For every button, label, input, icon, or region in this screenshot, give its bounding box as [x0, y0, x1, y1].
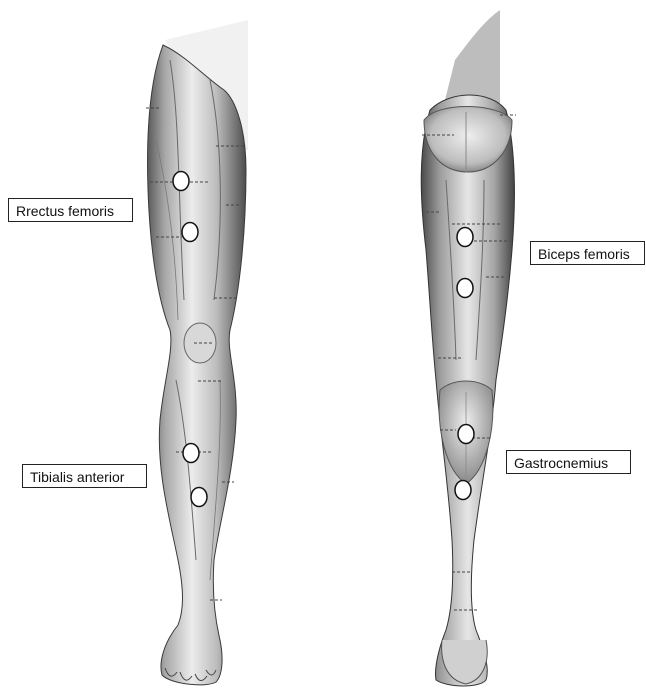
- label-gastrocnemius: Gastrocnemius: [506, 450, 631, 474]
- front-leg-silhouette: [148, 45, 246, 685]
- electrode-tibialis-upper-icon: [183, 444, 199, 463]
- back-leg: [421, 10, 516, 686]
- electrode-rectus-upper-icon: [173, 172, 189, 191]
- electrode-biceps-upper-icon: [457, 228, 473, 247]
- label-biceps-femoris: Biceps femoris: [530, 241, 645, 265]
- electrode-biceps-lower-icon: [457, 279, 473, 298]
- label-tibialis-anterior: Tibialis anterior: [22, 464, 147, 488]
- electrode-rectus-lower-icon: [182, 223, 198, 242]
- electrode-tibialis-lower-icon: [191, 488, 207, 507]
- electrode-gastro-upper-icon: [458, 425, 474, 444]
- front-leg: [146, 20, 248, 685]
- label-rectus-femoris: Rrectus femoris: [8, 198, 133, 222]
- electrode-gastro-lower-icon: [455, 481, 471, 500]
